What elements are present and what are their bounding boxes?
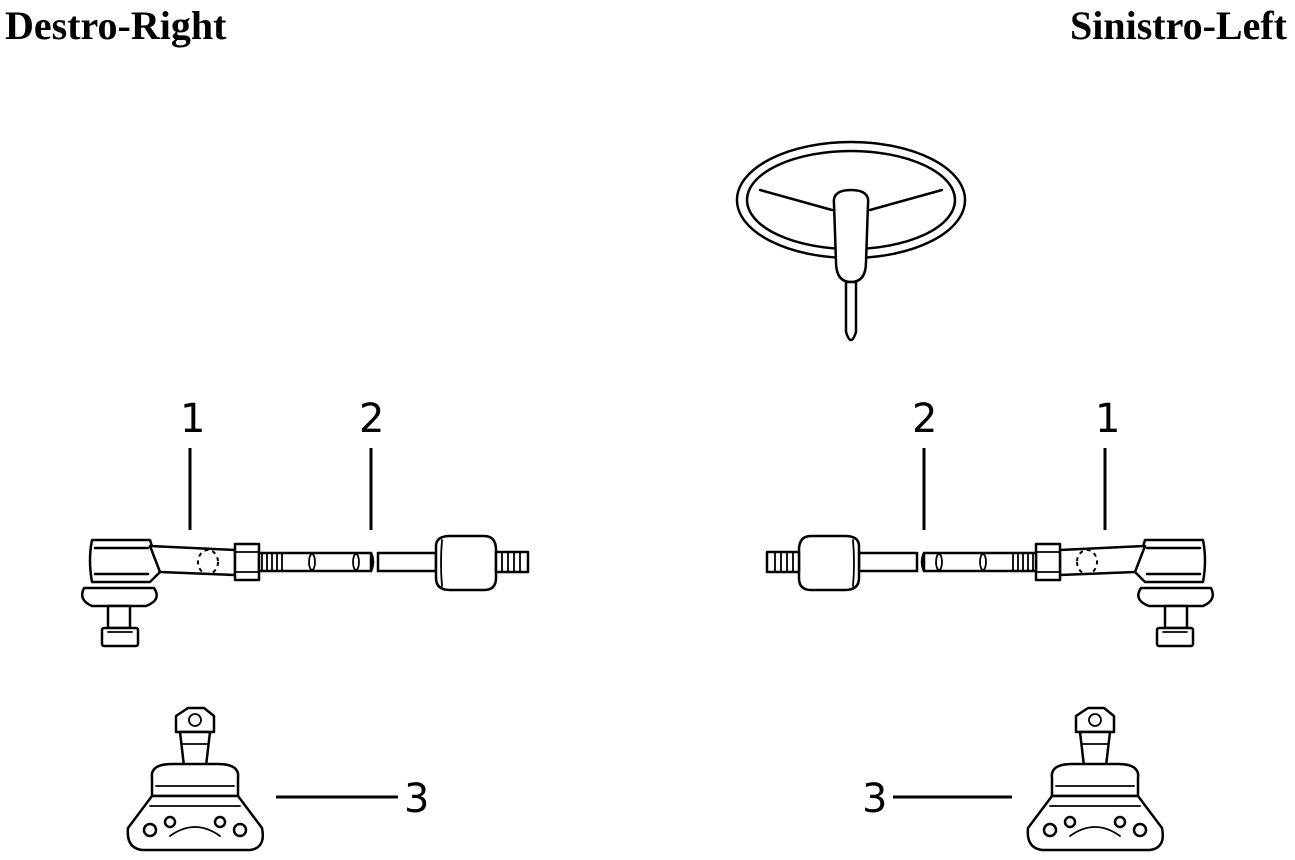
callout-left-ball-joint: 3: [862, 776, 887, 822]
callout-left-tie-rod-end: 1: [1095, 396, 1120, 442]
label-right-side: Destro-Right: [5, 3, 227, 48]
callout-right-tie-rod-end: 1: [180, 396, 205, 442]
steering-wheel-icon: [735, 140, 967, 342]
right-ball-joint: [126, 706, 265, 852]
callout-right-tie-rod: 2: [359, 396, 384, 442]
callout-right-ball-joint: 3: [404, 776, 429, 822]
callout-leaders: [188, 448, 1107, 799]
left-ball-joint: [1026, 706, 1165, 852]
left-steering-linkage: [765, 534, 1215, 648]
callout-left-tie-rod: 2: [912, 396, 937, 442]
label-left-side: Sinistro-Left: [1069, 3, 1287, 48]
right-steering-linkage: [80, 534, 530, 648]
